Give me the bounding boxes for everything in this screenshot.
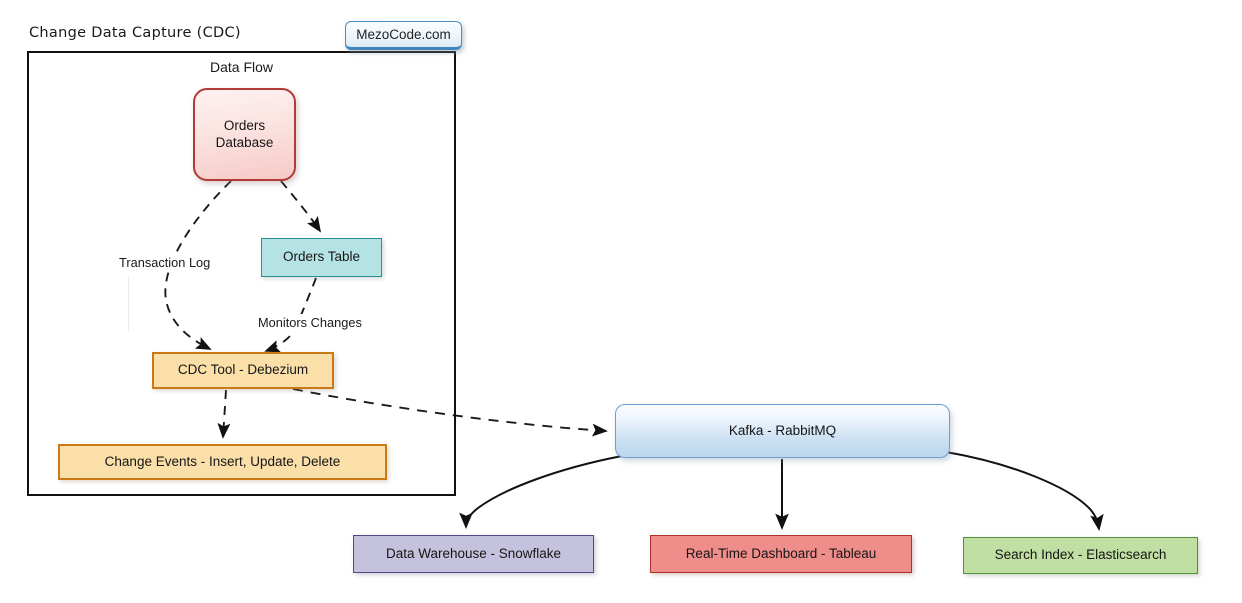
node-orders-database-label: Orders Database [216, 118, 274, 151]
label-background-edge [128, 276, 129, 332]
node-search-index[interactable]: Search Index - Elasticsearch [963, 537, 1198, 574]
watermark-label: MezoCode.com [356, 27, 451, 42]
node-cdc-tool[interactable]: CDC Tool - Debezium [152, 352, 334, 389]
watermark-badge[interactable]: MezoCode.com [345, 21, 462, 50]
node-real-time-dashboard[interactable]: Real-Time Dashboard - Tableau [650, 535, 912, 573]
node-orders-database[interactable]: Orders Database [193, 88, 296, 181]
node-kafka-label: Kafka - RabbitMQ [728, 422, 837, 438]
node-kafka[interactable]: Kafka - RabbitMQ [615, 404, 950, 458]
data-flow-title: Data Flow [209, 59, 274, 75]
node-change-events-label: Change Events - Insert, Update, Delete [104, 453, 341, 469]
edge-label-monitors-changes: Monitors Changes [255, 314, 365, 331]
node-real-time-dashboard-label: Real-Time Dashboard - Tableau [685, 545, 877, 561]
node-orders-database-line2: Database [215, 134, 274, 150]
node-change-events[interactable]: Change Events - Insert, Update, Delete [58, 444, 387, 480]
node-orders-database-line1: Orders [223, 118, 266, 134]
node-cdc-tool-label: CDC Tool - Debezium [177, 362, 309, 378]
node-orders-table[interactable]: Orders Table [261, 238, 382, 277]
node-search-index-label: Search Index - Elasticsearch [994, 547, 1167, 563]
node-orders-table-label: Orders Table [282, 249, 361, 265]
subgraph-title: Change Data Capture (CDC) [29, 25, 241, 41]
node-data-warehouse-label: Data Warehouse - Snowflake [385, 545, 562, 561]
edge-kafka-to-data-warehouse [459, 455, 623, 530]
edge-label-transaction-log: Transaction Log [116, 254, 214, 271]
edge-kafka-to-search-index [945, 451, 1104, 531]
subgraph-container-cdc [27, 51, 456, 496]
node-data-warehouse[interactable]: Data Warehouse - Snowflake [353, 535, 594, 573]
